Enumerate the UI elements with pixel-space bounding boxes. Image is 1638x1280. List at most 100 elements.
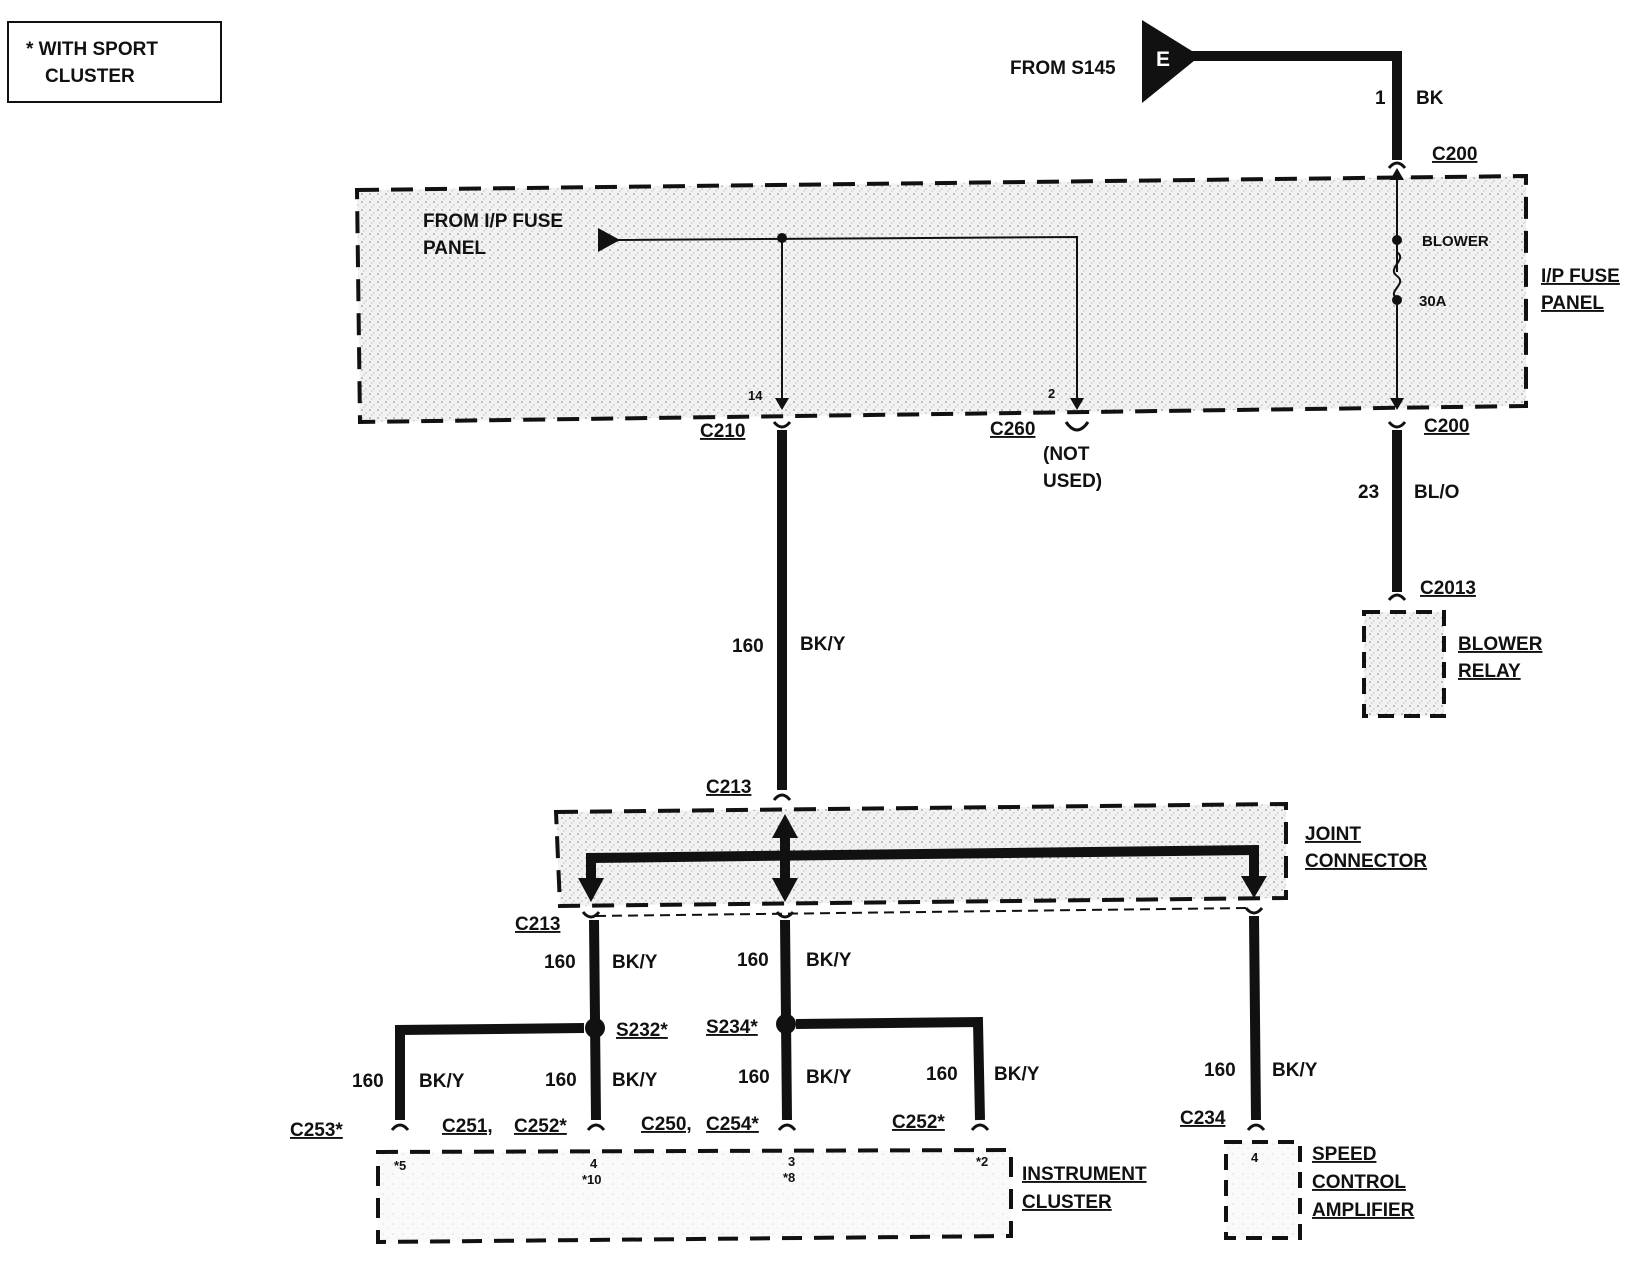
wire-s234-down-circuit: 160 — [738, 1067, 770, 1088]
speed-label-2: CONTROL — [1312, 1172, 1406, 1193]
speed-control-amplifier: 4 SPEED CONTROL AMPLIFIER — [1224, 1140, 1415, 1240]
c200-bottom-label: C200 — [1424, 416, 1469, 437]
c260-label: C260 — [990, 419, 1035, 440]
c251-label: C251, — [442, 1116, 493, 1137]
arrow-up-icon — [1390, 168, 1404, 180]
ip-fuse-panel-label-2: PANEL — [1541, 293, 1604, 314]
joint-connector-label-2: CONNECTOR — [1305, 851, 1427, 872]
pin-3: 3 — [788, 1154, 795, 1169]
pin-2-cluster: *2 — [976, 1154, 988, 1169]
not-used-line2: USED) — [1043, 471, 1102, 492]
arrow-down-icon — [775, 398, 789, 410]
pin-14: 14 — [748, 388, 763, 403]
c260-connector-icon — [1064, 421, 1090, 432]
pin-5: *5 — [394, 1158, 406, 1173]
fuse-terminal — [1392, 235, 1402, 245]
c210-connector-icon — [772, 421, 792, 429]
speed-label-1: SPEED — [1312, 1144, 1376, 1165]
splice-s234-label: S234* — [706, 1017, 758, 1038]
instrument-cluster-label-1: INSTRUMENT — [1022, 1164, 1147, 1185]
wire-bk-color: BK — [1416, 88, 1444, 109]
arrow-down-icon — [578, 878, 604, 902]
ground-letter: E — [1156, 48, 1170, 71]
c213-top-connector-icon — [772, 793, 792, 801]
c200-top-label: C200 — [1432, 144, 1477, 165]
wire-s234-down-color: BK/Y — [806, 1067, 852, 1088]
wire-main-color: BK/Y — [800, 634, 846, 655]
c234-label: C234 — [1180, 1108, 1226, 1129]
c210-label: C210 — [700, 421, 745, 442]
wire-speed-color: BK/Y — [1272, 1060, 1318, 1081]
c253-label: C253* — [290, 1120, 343, 1141]
ground-triangle-icon — [1142, 20, 1200, 103]
wire-s232-down-circuit: 160 — [545, 1070, 577, 1091]
arrow-down-icon — [1241, 876, 1267, 898]
speed-label-3: AMPLIFIER — [1312, 1200, 1415, 1221]
pin-10: *10 — [582, 1172, 602, 1187]
arrow-down-icon — [1390, 398, 1404, 410]
fuse-rating: 30A — [1419, 293, 1447, 310]
pin-8: *8 — [783, 1170, 795, 1185]
blower-relay: BLOWER RELAY — [1362, 610, 1543, 718]
ground-source-s145: E FROM S145 — [1010, 20, 1200, 103]
fuse-name: BLOWER — [1422, 233, 1489, 250]
wire-center-branch-color: BK/Y — [806, 950, 852, 971]
from-s145-label: FROM S145 — [1010, 58, 1116, 79]
wire-bk-circuit: 1 — [1375, 88, 1386, 109]
c253-connector-icon — [390, 1123, 410, 1131]
pin-speed: 4 — [1251, 1150, 1259, 1165]
instrument-cluster: *5 4 *10 3 *8 *2 INSTRUMENT CLUSTER — [376, 1147, 1147, 1245]
wire-blower-color: BL/O — [1414, 482, 1459, 503]
ip-fuse-panel-label-1: I/P FUSE — [1541, 266, 1620, 287]
from-ip-fuse-line2: PANEL — [423, 238, 486, 259]
wire-s234-right-color: BK/Y — [994, 1064, 1040, 1085]
c213-bottom-connector-icon — [1244, 907, 1264, 915]
splice-s232-icon — [585, 1018, 605, 1038]
note-line-2: CLUSTER — [45, 66, 135, 87]
c213-top-label: C213 — [706, 777, 751, 798]
wire-bk — [1190, 51, 1402, 160]
c252a-label: C252* — [514, 1116, 567, 1137]
splice-dot — [777, 233, 787, 243]
fuse-icon — [1392, 251, 1402, 299]
blower-relay-label-1: BLOWER — [1458, 634, 1543, 655]
arrow-right-icon — [598, 228, 620, 252]
note-box: * WITH SPORT CLUSTER — [7, 21, 222, 103]
joint-connector: JOINT CONNECTOR — [553, 801, 1427, 909]
c254-label: C254* — [706, 1114, 759, 1135]
from-ip-fuse-line1: FROM I/P FUSE — [423, 211, 563, 232]
wire-s234-right — [795, 1016, 985, 1121]
wire-speed-control — [1249, 915, 1261, 1121]
c234-connector-icon — [1246, 1123, 1266, 1131]
c2013-label: C2013 — [1420, 578, 1476, 599]
wire-left-branch-circuit: 160 — [544, 952, 576, 973]
c250-connector-icon — [777, 1123, 797, 1131]
blower-relay-label-2: RELAY — [1458, 661, 1521, 682]
splice-s234-icon — [776, 1014, 796, 1034]
pin-2: 2 — [1048, 386, 1055, 401]
wire-s232-down-color: BK/Y — [612, 1070, 658, 1091]
c251-connector-icon — [586, 1123, 606, 1131]
wire-s234-right-circuit: 160 — [926, 1064, 958, 1085]
c252-connector-icon — [970, 1123, 990, 1131]
joint-connector-label-1: JOINT — [1305, 824, 1361, 845]
wire-s232-left-circuit: 160 — [352, 1071, 384, 1092]
c250-label: C250, — [641, 1114, 692, 1135]
wire-left-branch-color: BK/Y — [612, 952, 658, 973]
note-line-1: * WITH SPORT — [26, 39, 158, 60]
c213-bottom-connector-icon — [775, 911, 795, 919]
wire-center-branch-circuit: 160 — [737, 950, 769, 971]
c2013-connector-icon — [1387, 593, 1407, 601]
pin-4: 4 — [590, 1156, 598, 1171]
c213-bottom-connector-icon — [581, 911, 601, 919]
wire-s232-left-color: BK/Y — [419, 1071, 465, 1092]
not-used-line1: (NOT — [1043, 444, 1090, 465]
splice-s232-label: S232* — [616, 1020, 668, 1041]
c252b-label: C252* — [892, 1112, 945, 1133]
ip-fuse-panel: FROM I/P FUSE PANEL 14 2 BLOWER 30A I/P … — [354, 168, 1620, 425]
arrow-down-icon — [1070, 398, 1084, 410]
arrow-down-icon — [772, 878, 798, 902]
wire-main-circuit: 160 — [732, 636, 764, 657]
instrument-cluster-label-2: CLUSTER — [1022, 1192, 1112, 1213]
arrow-up-icon — [772, 814, 798, 838]
